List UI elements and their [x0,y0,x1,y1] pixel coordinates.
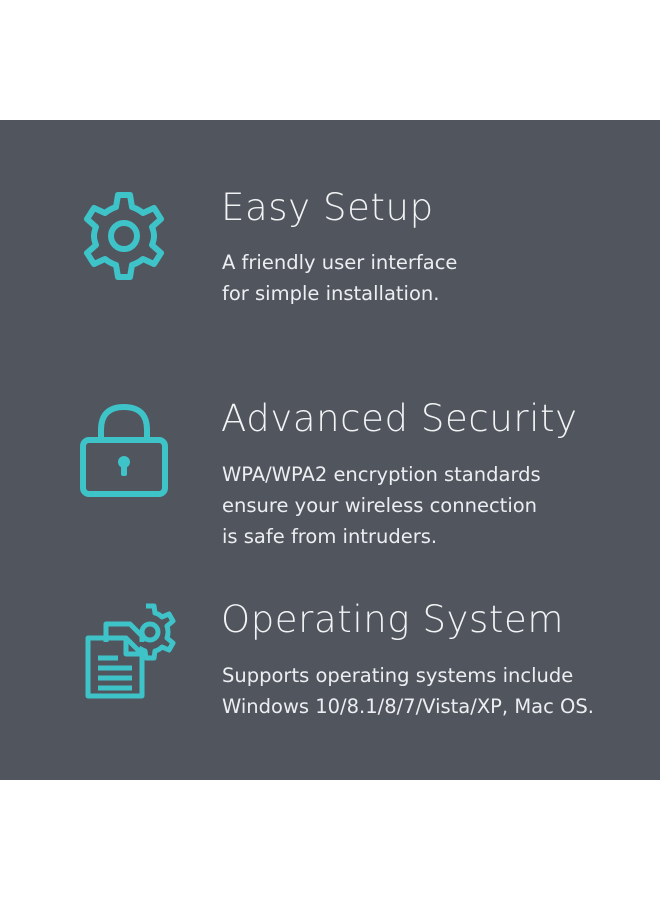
description-line: ensure your wireless connection [222,494,538,517]
description-line: for simple installation. [222,282,440,305]
description-line: Supports operating systems include [222,664,574,687]
description-line: A friendly user interface [222,251,458,274]
feature-description: A friendly user interface for simple ins… [222,247,457,309]
document-gear-icon [85,603,176,699]
padlock-icon [80,404,168,497]
features-panel: Easy Setup A friendly user interface for… [0,120,660,780]
feature-description: WPA/WPA2 encryption standards ensure you… [222,459,541,552]
feature-title: Operating System [221,598,565,641]
description-line: WPA/WPA2 encryption standards [222,463,541,486]
gear-icon [84,192,164,280]
description-line: Windows 10/8.1/8/7/Vista/XP, Mac OS. [222,695,594,718]
feature-description: Supports operating systems include Windo… [222,660,594,722]
feature-title: Easy Setup [221,186,434,229]
description-line: is safe from intruders. [222,525,438,548]
feature-title: Advanced Security [221,397,578,440]
